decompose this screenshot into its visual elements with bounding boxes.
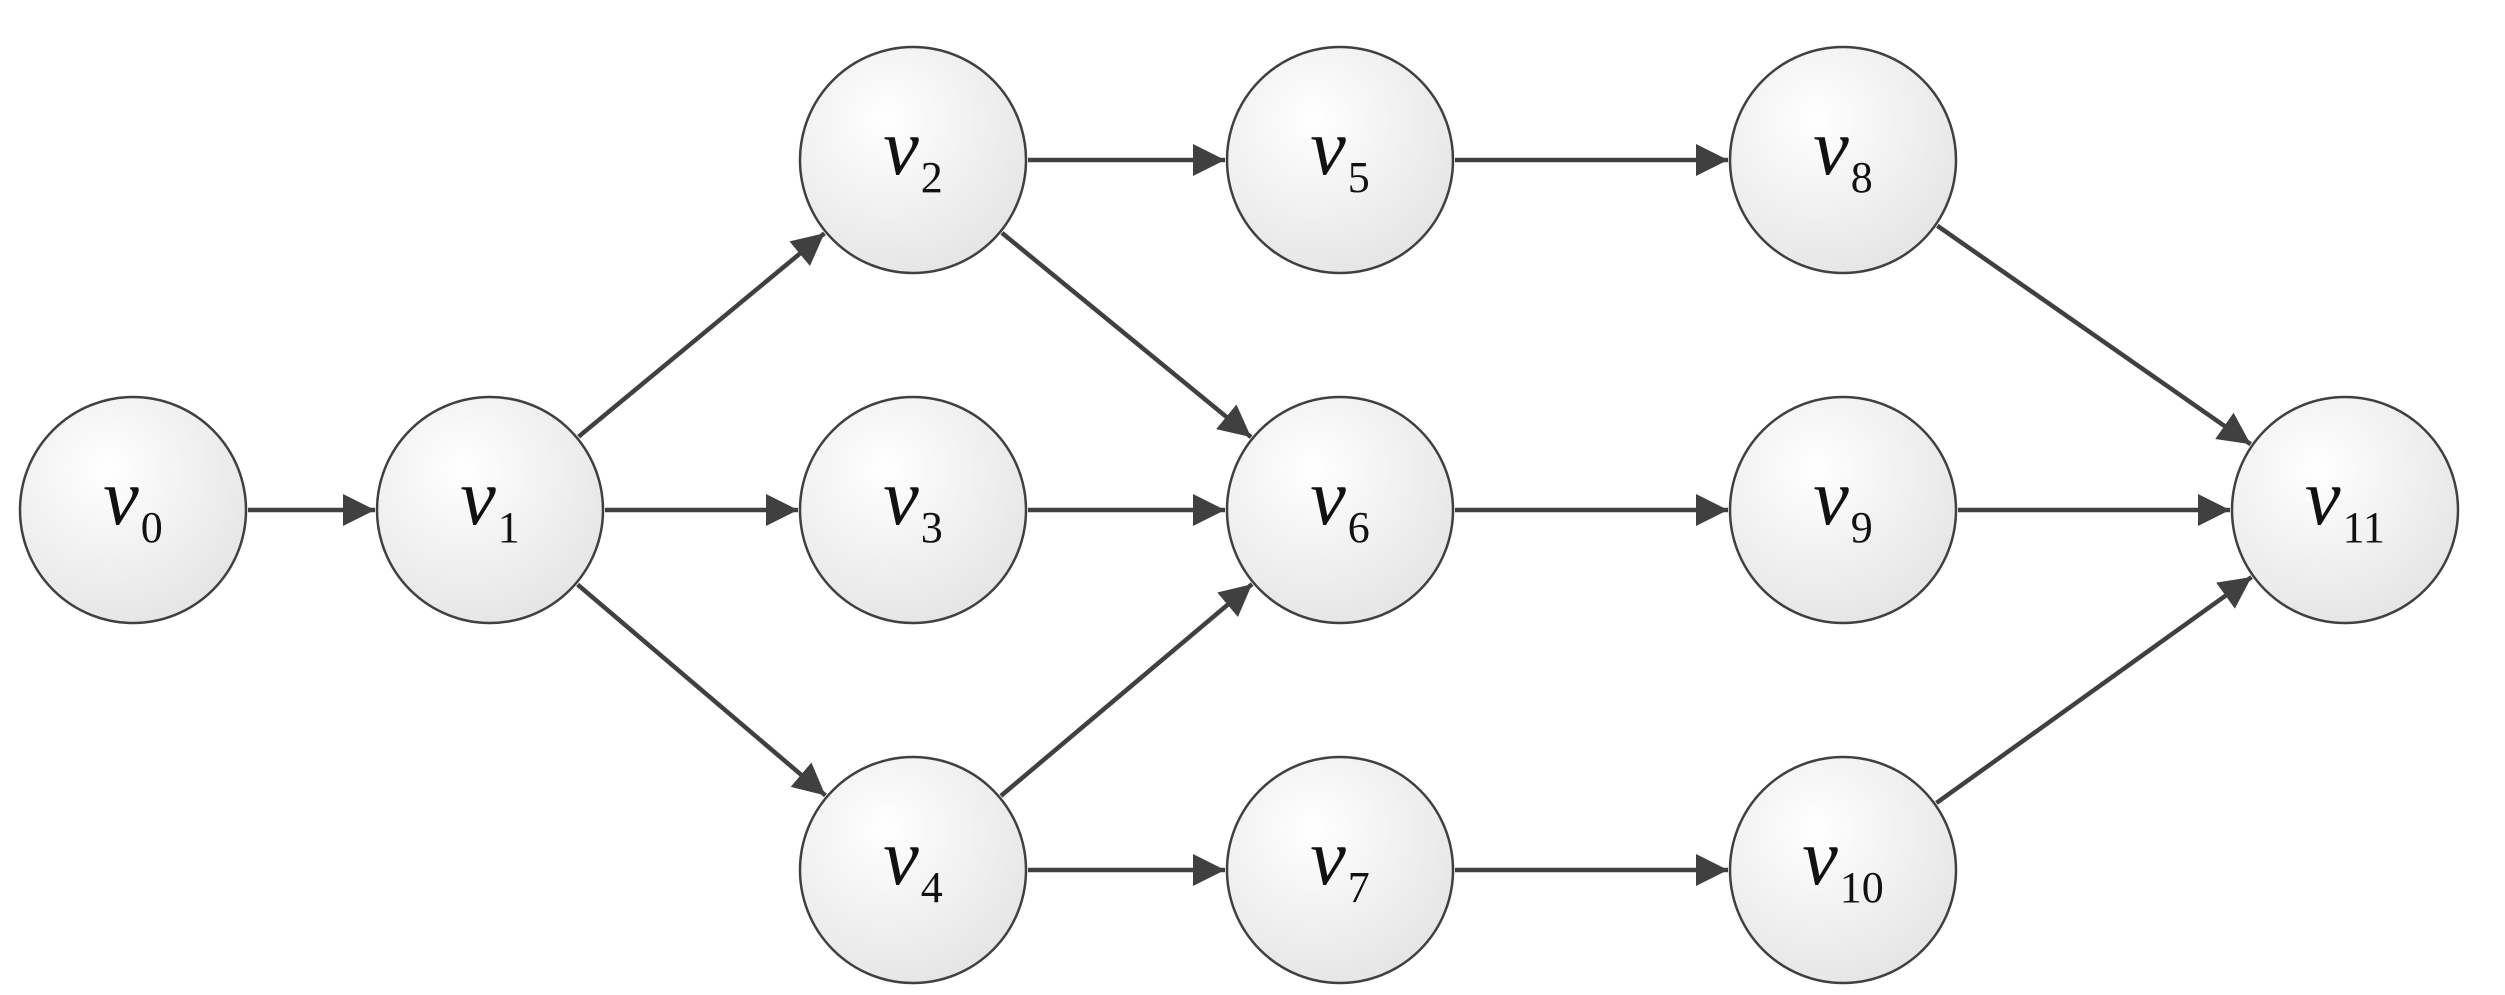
node-circle xyxy=(1225,45,1455,275)
node-subscript: 11 xyxy=(2343,503,2385,552)
node-variable: v xyxy=(2305,454,2341,542)
node-variable: v xyxy=(1813,454,1849,542)
node-subscript: 3 xyxy=(921,503,943,552)
node-label: v7 xyxy=(1310,814,1370,912)
edges-layer xyxy=(248,144,2253,886)
node-circle xyxy=(798,755,1028,985)
node-variable: v xyxy=(1310,454,1346,542)
edge-v1-to-v2 xyxy=(577,231,826,439)
node-v3: v3 xyxy=(798,395,1028,625)
node-v4: v4 xyxy=(798,755,1028,985)
node-circle xyxy=(18,395,248,625)
node-circle xyxy=(1225,395,1455,625)
node-v2: v2 xyxy=(798,45,1028,275)
node-subscript: 10 xyxy=(1840,863,1884,912)
node-label: v9 xyxy=(1813,454,1873,552)
node-v11: v11 xyxy=(2230,395,2460,625)
node-v1: v1 xyxy=(375,395,605,625)
node-v9: v9 xyxy=(1728,395,1958,625)
node-circle xyxy=(375,395,605,625)
edge-v10-to-v11 xyxy=(1935,575,2253,805)
node-subscript: 2 xyxy=(921,153,943,202)
node-v0: v0 xyxy=(18,395,248,625)
node-label: v1 xyxy=(460,454,520,552)
node-label: v2 xyxy=(883,104,943,202)
edge-v8-to-v11 xyxy=(1936,223,2252,447)
node-variable: v xyxy=(883,104,919,192)
node-subscript: 5 xyxy=(1348,153,1370,202)
node-subscript: 4 xyxy=(921,863,943,912)
node-v10: v10 xyxy=(1728,755,1958,985)
node-variable: v xyxy=(883,454,919,542)
node-subscript: 0 xyxy=(141,503,163,552)
node-label: v0 xyxy=(103,454,163,552)
node-label: v5 xyxy=(1310,104,1370,202)
node-subscript: 1 xyxy=(498,503,520,552)
node-v7: v7 xyxy=(1225,755,1455,985)
node-variable: v xyxy=(1310,814,1346,902)
node-circle xyxy=(1728,45,1958,275)
node-v5: v5 xyxy=(1225,45,1455,275)
node-subscript: 8 xyxy=(1851,153,1873,202)
node-label: v4 xyxy=(883,814,943,912)
node-circle xyxy=(2230,395,2460,625)
node-circle xyxy=(1225,755,1455,985)
node-subscript: 9 xyxy=(1851,503,1873,552)
node-variable: v xyxy=(1802,814,1838,902)
node-v8: v8 xyxy=(1728,45,1958,275)
node-v6: v6 xyxy=(1225,395,1455,625)
node-label: v11 xyxy=(2305,454,2385,552)
edge-v1-to-v4 xyxy=(576,582,827,798)
node-label: v6 xyxy=(1310,454,1370,552)
node-variable: v xyxy=(103,454,139,542)
node-circle xyxy=(1728,395,1958,625)
node-variable: v xyxy=(1813,104,1849,192)
node-circle xyxy=(798,395,1028,625)
node-label: v3 xyxy=(883,454,943,552)
node-circle xyxy=(798,45,1028,275)
edge-v4-to-v6 xyxy=(999,582,1254,798)
node-variable: v xyxy=(883,814,919,902)
node-subscript: 7 xyxy=(1348,863,1370,912)
node-subscript: 6 xyxy=(1348,503,1370,552)
node-variable: v xyxy=(1310,104,1346,192)
node-circle xyxy=(1728,755,1958,985)
edge-v2-to-v6 xyxy=(1000,231,1253,439)
node-variable: v xyxy=(460,454,496,542)
node-label: v8 xyxy=(1813,104,1873,202)
node-label: v10 xyxy=(1802,814,1884,912)
